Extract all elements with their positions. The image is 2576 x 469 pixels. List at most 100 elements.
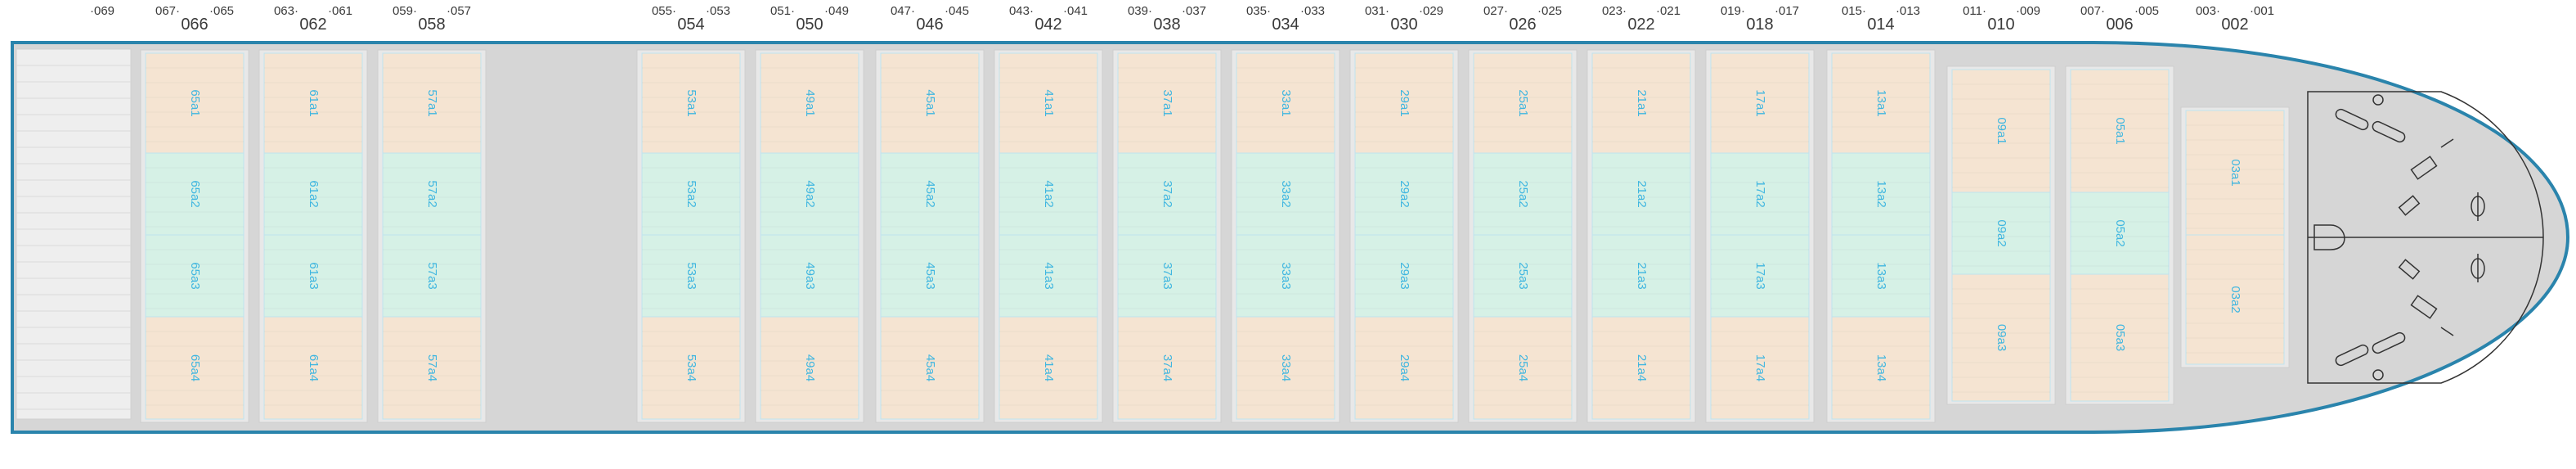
hold-cell-label: 25a3 [1516,262,1530,289]
hold-cell-49a4[interactable] [760,316,859,420]
hold-cell-03a1[interactable] [2185,110,2285,236]
hold-cell-49a1[interactable] [760,52,859,154]
hold-cell-label: 41a1 [1042,89,1056,116]
hold-cell-13a1[interactable] [1831,52,1931,154]
hold-cell-33a2[interactable] [1236,152,1335,236]
hold-cell-49a2[interactable] [760,152,859,236]
hold-cell-label: 25a2 [1516,180,1530,207]
hold-cell-label: 37a2 [1160,180,1174,207]
bay-pair-left-label: 043· [1009,4,1034,18]
bay-main-label: 006 [2106,16,2133,34]
hold-cell-65a1[interactable] [145,52,245,154]
hold-cell-label: 13a4 [1874,354,1888,381]
hold-cell-label: 61a1 [307,89,321,116]
hold-cell-09a1[interactable] [1951,69,2051,193]
hold-cell-49a3[interactable] [760,234,859,318]
hold-cell-17a1[interactable] [1710,52,1810,154]
hold-cell-13a2[interactable] [1831,152,1931,236]
hold-cell-label: 57a2 [425,180,439,207]
hold-cell-label: 09a2 [1995,219,2008,246]
hold-cell-label: 03a1 [2228,159,2242,186]
bay-pair-right-label: ·013 [1896,4,1920,18]
hold-cell-65a3[interactable] [145,234,245,318]
hold-cell-09a2[interactable] [1951,192,2051,275]
hold-cell-53a3[interactable] [641,234,741,318]
bay-pair-right-label: ·005 [2134,4,2159,18]
hold-cell-label: 13a1 [1874,89,1888,116]
hold-cell-25a3[interactable] [1473,234,1573,318]
hold-cell-45a2[interactable] [880,152,980,236]
hold-cell-29a4[interactable] [1354,316,1454,420]
hold-cell-29a2[interactable] [1354,152,1454,236]
hold-cell-37a2[interactable] [1117,152,1217,236]
hold-cell-03a2[interactable] [2185,234,2285,365]
hold-cell-25a4[interactable] [1473,316,1573,420]
hold-cell-61a4[interactable] [263,316,363,420]
hold-cell-37a3[interactable] [1117,234,1217,318]
hold-cell-17a2[interactable] [1710,152,1810,236]
hold-cell-45a1[interactable] [880,52,980,154]
hold-cell-21a1[interactable] [1591,52,1691,154]
bay-main-label: 018 [1746,16,1773,34]
hold-cell-label: 45a3 [923,262,937,289]
hold-cell-29a3[interactable] [1354,234,1454,318]
hold-cell-label: 53a2 [684,180,698,207]
hold-cell-label: 17a1 [1753,89,1767,116]
hold-cell-label: 45a2 [923,180,937,207]
bay-pair-left-label: 015· [1842,4,1866,18]
bay-main-label: 014 [1867,16,1894,34]
hold-cell-41a2[interactable] [999,152,1098,236]
hold-cell-label: 09a3 [1995,324,2008,351]
hold-cell-41a3[interactable] [999,234,1098,318]
bay-pair-right-label: ·049 [824,4,849,18]
bay-pair-left-label: 051· [770,4,795,18]
hold-cell-33a4[interactable] [1236,316,1335,420]
hold-cell-05a1[interactable] [2070,69,2170,193]
hold-cell-label: 41a2 [1042,180,1056,207]
hold-cell-17a3[interactable] [1710,234,1810,318]
hold-cell-25a2[interactable] [1473,152,1573,236]
hold-cell-21a4[interactable] [1591,316,1691,420]
hold-cell-37a4[interactable] [1117,316,1217,420]
hold-cell-65a2[interactable] [145,152,245,236]
hold-cell-13a3[interactable] [1831,234,1931,318]
bay-pair-right-label: ·061 [328,4,352,18]
bay-main-label: 022 [1627,16,1654,34]
hold-cell-label: 65a3 [188,262,202,289]
hold-cell-label: 33a3 [1279,262,1293,289]
hold-cell-label: 29a1 [1398,89,1411,116]
hold-cell-61a1[interactable] [263,52,363,154]
hold-cell-53a4[interactable] [641,316,741,420]
bay-pair-right-label: ·065 [209,4,234,18]
hold-cell-29a1[interactable] [1354,52,1454,154]
hold-cell-65a4[interactable] [145,316,245,420]
hold-cell-label: 41a3 [1042,262,1056,289]
hold-cell-45a4[interactable] [880,316,980,420]
hold-cell-05a2[interactable] [2070,192,2170,275]
hold-cell-label: 37a3 [1160,262,1174,289]
hold-cell-25a1[interactable] [1473,52,1573,154]
bay-pair-right-label: ·009 [2016,4,2040,18]
hold-cell-57a4[interactable] [382,316,482,420]
hold-cell-57a2[interactable] [382,152,482,236]
hold-cell-41a4[interactable] [999,316,1098,420]
hold-cell-label: 57a3 [425,262,439,289]
hold-cell-21a2[interactable] [1591,152,1691,236]
hold-cell-33a1[interactable] [1236,52,1335,154]
bay-pair-right-label: ·045 [945,4,969,18]
hold-cell-61a2[interactable] [263,152,363,236]
bay-pair-right-label: ·041 [1063,4,1088,18]
hold-cell-09a3[interactable] [1951,273,2051,402]
hold-cell-21a3[interactable] [1591,234,1691,318]
hold-cell-17a4[interactable] [1710,316,1810,420]
hold-cell-13a4[interactable] [1831,316,1931,420]
hold-cell-37a1[interactable] [1117,52,1217,154]
hold-cell-45a3[interactable] [880,234,980,318]
hold-cell-53a1[interactable] [641,52,741,154]
hold-cell-05a3[interactable] [2070,273,2170,402]
